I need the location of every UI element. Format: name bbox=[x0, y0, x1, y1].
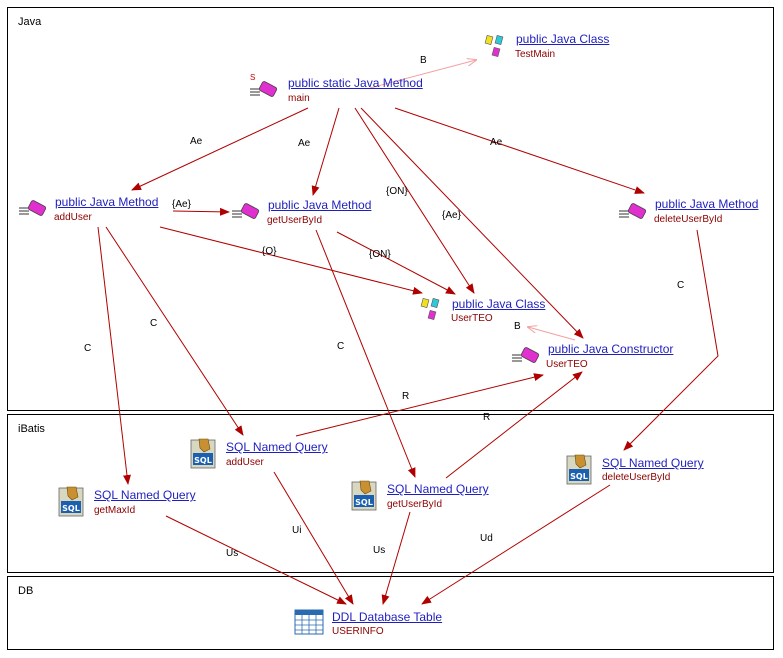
node-name: getUserById bbox=[387, 499, 443, 510]
lane-java: Java bbox=[7, 7, 774, 411]
java-class-icon bbox=[420, 297, 440, 321]
edge-adduser-to-q_getmaxid bbox=[97, 226, 131, 485]
sql-query-icon: SQL bbox=[566, 454, 592, 485]
node-kind[interactable]: public Java Class bbox=[516, 32, 610, 46]
lane-title-ibatis: iBatis bbox=[18, 423, 45, 435]
edge-label: Ae bbox=[298, 138, 311, 149]
node-kind[interactable]: public Java Method bbox=[55, 195, 159, 209]
node-name: deleteUserById bbox=[654, 214, 723, 225]
edge-adduser-to-getuserbyid bbox=[172, 207, 230, 216]
edge-label: R bbox=[402, 391, 410, 402]
edge-userteoctor-to-userteo bbox=[528, 327, 576, 341]
edge-main-to-deleteuser bbox=[394, 107, 645, 194]
node-kind[interactable]: SQL Named Query bbox=[387, 482, 489, 496]
edge-main-to-testmain bbox=[369, 60, 476, 89]
svg-text:SQL: SQL bbox=[355, 498, 373, 507]
edge-label: {ON} bbox=[386, 186, 408, 197]
svg-text:SQL: SQL bbox=[194, 456, 212, 465]
sql-query-icon: SQL bbox=[190, 438, 216, 469]
java-method-icon bbox=[512, 347, 540, 363]
edge-getuserbyid-to-q_getuser bbox=[315, 229, 416, 478]
edge-q_getuser-to-userinfo bbox=[381, 511, 411, 605]
node-kind[interactable]: SQL Named Query bbox=[94, 488, 196, 502]
lane-title-db: DB bbox=[18, 585, 34, 597]
node-name: addUser bbox=[54, 212, 92, 223]
edge-main-to-userteoctor bbox=[360, 107, 584, 339]
sql-query-icon: SQL bbox=[58, 486, 84, 517]
edge-q_adduser-to-userteoctor bbox=[295, 373, 544, 437]
edge-label: C bbox=[337, 341, 345, 352]
edge-main-to-getuserbyid bbox=[311, 107, 340, 196]
java-method-icon bbox=[619, 203, 647, 219]
node-name: USERINFO bbox=[332, 626, 384, 637]
node-kind[interactable]: DDL Database Table bbox=[332, 610, 443, 624]
lane-title-java: Java bbox=[18, 16, 42, 28]
edge-q_deleteuser-to-userinfo bbox=[421, 484, 611, 605]
edge-deleteuser-to-q_deleteuser bbox=[623, 229, 719, 451]
edge-label: R bbox=[483, 412, 491, 423]
java-class-icon bbox=[484, 34, 504, 58]
node-kind[interactable]: public Java Class bbox=[452, 297, 546, 311]
edge-label: C bbox=[84, 343, 92, 354]
edge-label: Ui bbox=[292, 525, 302, 536]
static-marker: S bbox=[250, 73, 256, 82]
edge-label: {ON} bbox=[369, 249, 391, 260]
edge-main-to-adduser bbox=[131, 107, 309, 191]
sql-query-icon: SQL bbox=[351, 480, 377, 511]
edge-label: {Ae} bbox=[172, 199, 191, 210]
node-kind[interactable]: SQL Named Query bbox=[226, 440, 328, 454]
edge-adduser-to-userteo bbox=[159, 226, 423, 295]
lane-db: DB bbox=[7, 576, 774, 650]
edge-q_adduser-to-userinfo bbox=[273, 471, 354, 605]
node-kind[interactable]: public Java Method bbox=[268, 198, 372, 212]
edge-q_getuser-to-userteoctor bbox=[445, 371, 583, 479]
node-name: getMaxId bbox=[94, 505, 136, 516]
node-name: UserTEO bbox=[546, 359, 588, 370]
lane-ibatis: iBatis bbox=[7, 414, 774, 573]
node-kind[interactable]: public Java Constructor bbox=[548, 342, 674, 356]
edge-q_getmaxid-to-userinfo bbox=[165, 515, 347, 605]
node-name: main bbox=[288, 93, 310, 104]
edge-main-to-userteo bbox=[354, 107, 475, 294]
node-name: deleteUserById bbox=[602, 472, 671, 483]
database-table-icon bbox=[294, 609, 324, 635]
edge-getuserbyid-to-userteo bbox=[336, 231, 456, 295]
edge-label: B bbox=[420, 55, 427, 66]
node-name: addUser bbox=[226, 457, 264, 468]
edge-label: Us bbox=[373, 545, 386, 556]
svg-text:SQL: SQL bbox=[62, 504, 80, 513]
node-kind[interactable]: public static Java Method bbox=[288, 76, 423, 90]
edge-label: Ae bbox=[490, 137, 503, 148]
java-method-icon bbox=[232, 203, 260, 219]
edge-label: {O} bbox=[262, 246, 277, 257]
edge-adduser-to-q_adduser bbox=[105, 226, 244, 436]
svg-text:SQL: SQL bbox=[570, 472, 588, 481]
edge-label: {Ae} bbox=[442, 210, 461, 221]
node-name: TestMain bbox=[515, 49, 556, 60]
java-method-icon bbox=[250, 81, 278, 97]
edge-label: C bbox=[150, 318, 158, 329]
node-kind[interactable]: SQL Named Query bbox=[602, 456, 704, 470]
edge-label: C bbox=[677, 280, 685, 291]
edge-label: Ae bbox=[190, 136, 203, 147]
node-name: UserTEO bbox=[451, 313, 493, 324]
edge-label: Ud bbox=[480, 533, 493, 544]
java-method-icon bbox=[19, 200, 47, 216]
edge-label: Us bbox=[226, 548, 239, 559]
node-kind[interactable]: public Java Method bbox=[655, 197, 759, 211]
node-name: getUserById bbox=[267, 215, 323, 226]
edge-label: B bbox=[514, 321, 521, 332]
